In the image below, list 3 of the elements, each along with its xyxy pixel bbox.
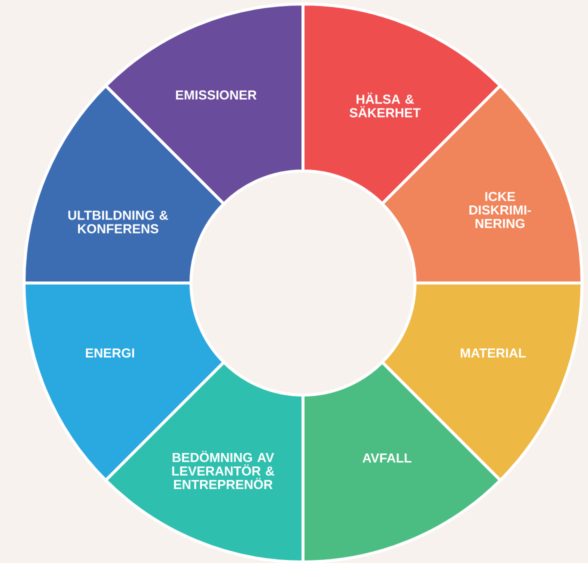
donut-segment: BEDÖMNING AV LEVERANTÖR & ENTREPRENÖR (104, 360, 304, 563)
donut-segment: EMISSIONER (104, 2, 304, 206)
donut-segment: AVFALL (302, 360, 502, 563)
